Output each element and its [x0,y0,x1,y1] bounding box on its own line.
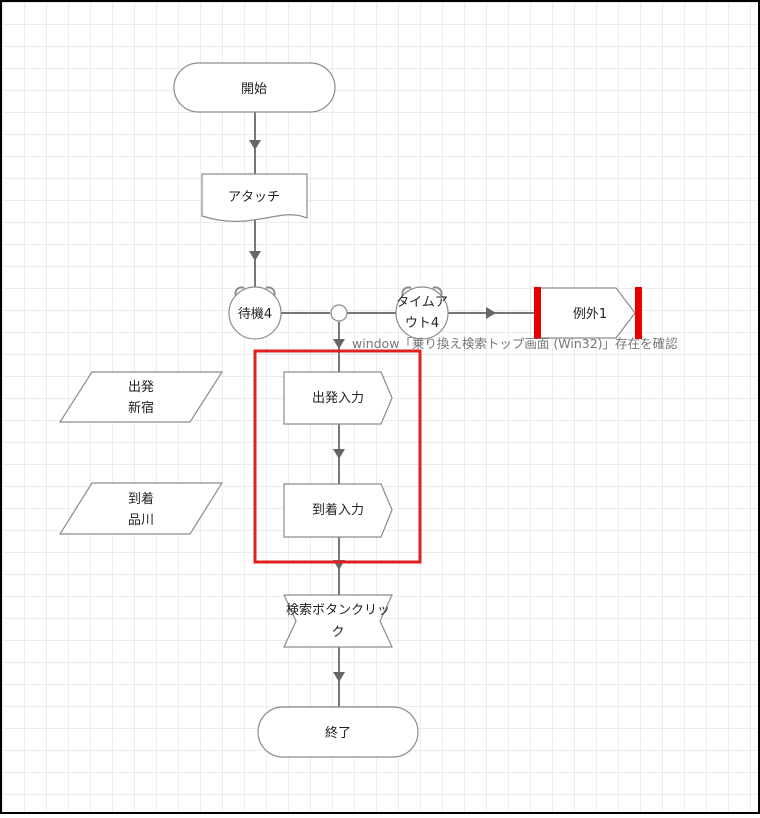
exception-left-bar [534,287,541,339]
timeout-label-line2: ウト4 [405,316,439,331]
end-node[interactable]: 終了 [257,706,419,758]
attach-label: アタッチ [228,190,280,205]
arrival-input-node[interactable]: 到着入力 [283,483,393,538]
departure-data-line1: 出発 [128,380,154,395]
arrival-data-line2: 品川 [128,513,154,528]
search-click-node[interactable]: 検索ボタンクリッ ク [283,594,393,648]
exception-right-bar [635,287,642,339]
start-label: 開始 [241,82,267,97]
junction-node[interactable] [330,304,348,322]
arrival-data-line1: 到着 [128,491,154,507]
arrival-input-label: 到着入力 [312,502,364,518]
arrowhead [333,339,345,349]
end-label: 終了 [325,725,351,741]
alarm-bell-left-icon [401,286,412,297]
departure-input-node[interactable]: 出発入力 [283,371,393,425]
arrowhead [249,251,261,261]
departure-data-line2: 新宿 [128,400,154,416]
search-click-line1: 検索ボタンクリッ [286,603,390,618]
departure-input-label: 出発入力 [312,391,364,406]
arrowhead [486,307,496,319]
wait-node[interactable]: 待機4 [228,286,282,340]
wait-label: 待機4 [238,307,272,322]
arrowheads [249,140,496,682]
timeout-label-line1: タイムア [396,295,448,310]
alarm-bell-right-icon [265,286,276,297]
arrowhead [249,140,261,150]
attach-node[interactable]: アタッチ [201,173,308,222]
exception-node[interactable]: 例外1 [534,287,642,339]
exception-label: 例外1 [573,307,607,322]
arrowhead [333,672,345,682]
alarm-bell-right-icon [432,286,443,297]
start-node[interactable]: 開始 [173,62,336,113]
condition-caption: window「乗り換え検索トップ画面 (Win32)」存在を確認 [352,336,678,351]
departure-data-node[interactable]: 出発 新宿 [58,371,224,423]
arrowhead [333,449,345,459]
alarm-bell-left-icon [234,286,245,297]
timeout-node[interactable]: タイムア ウト4 [395,286,449,340]
selection-highlight [253,349,422,564]
arrival-data-node[interactable]: 到着 品川 [58,482,224,535]
search-click-line2: ク [331,625,344,640]
